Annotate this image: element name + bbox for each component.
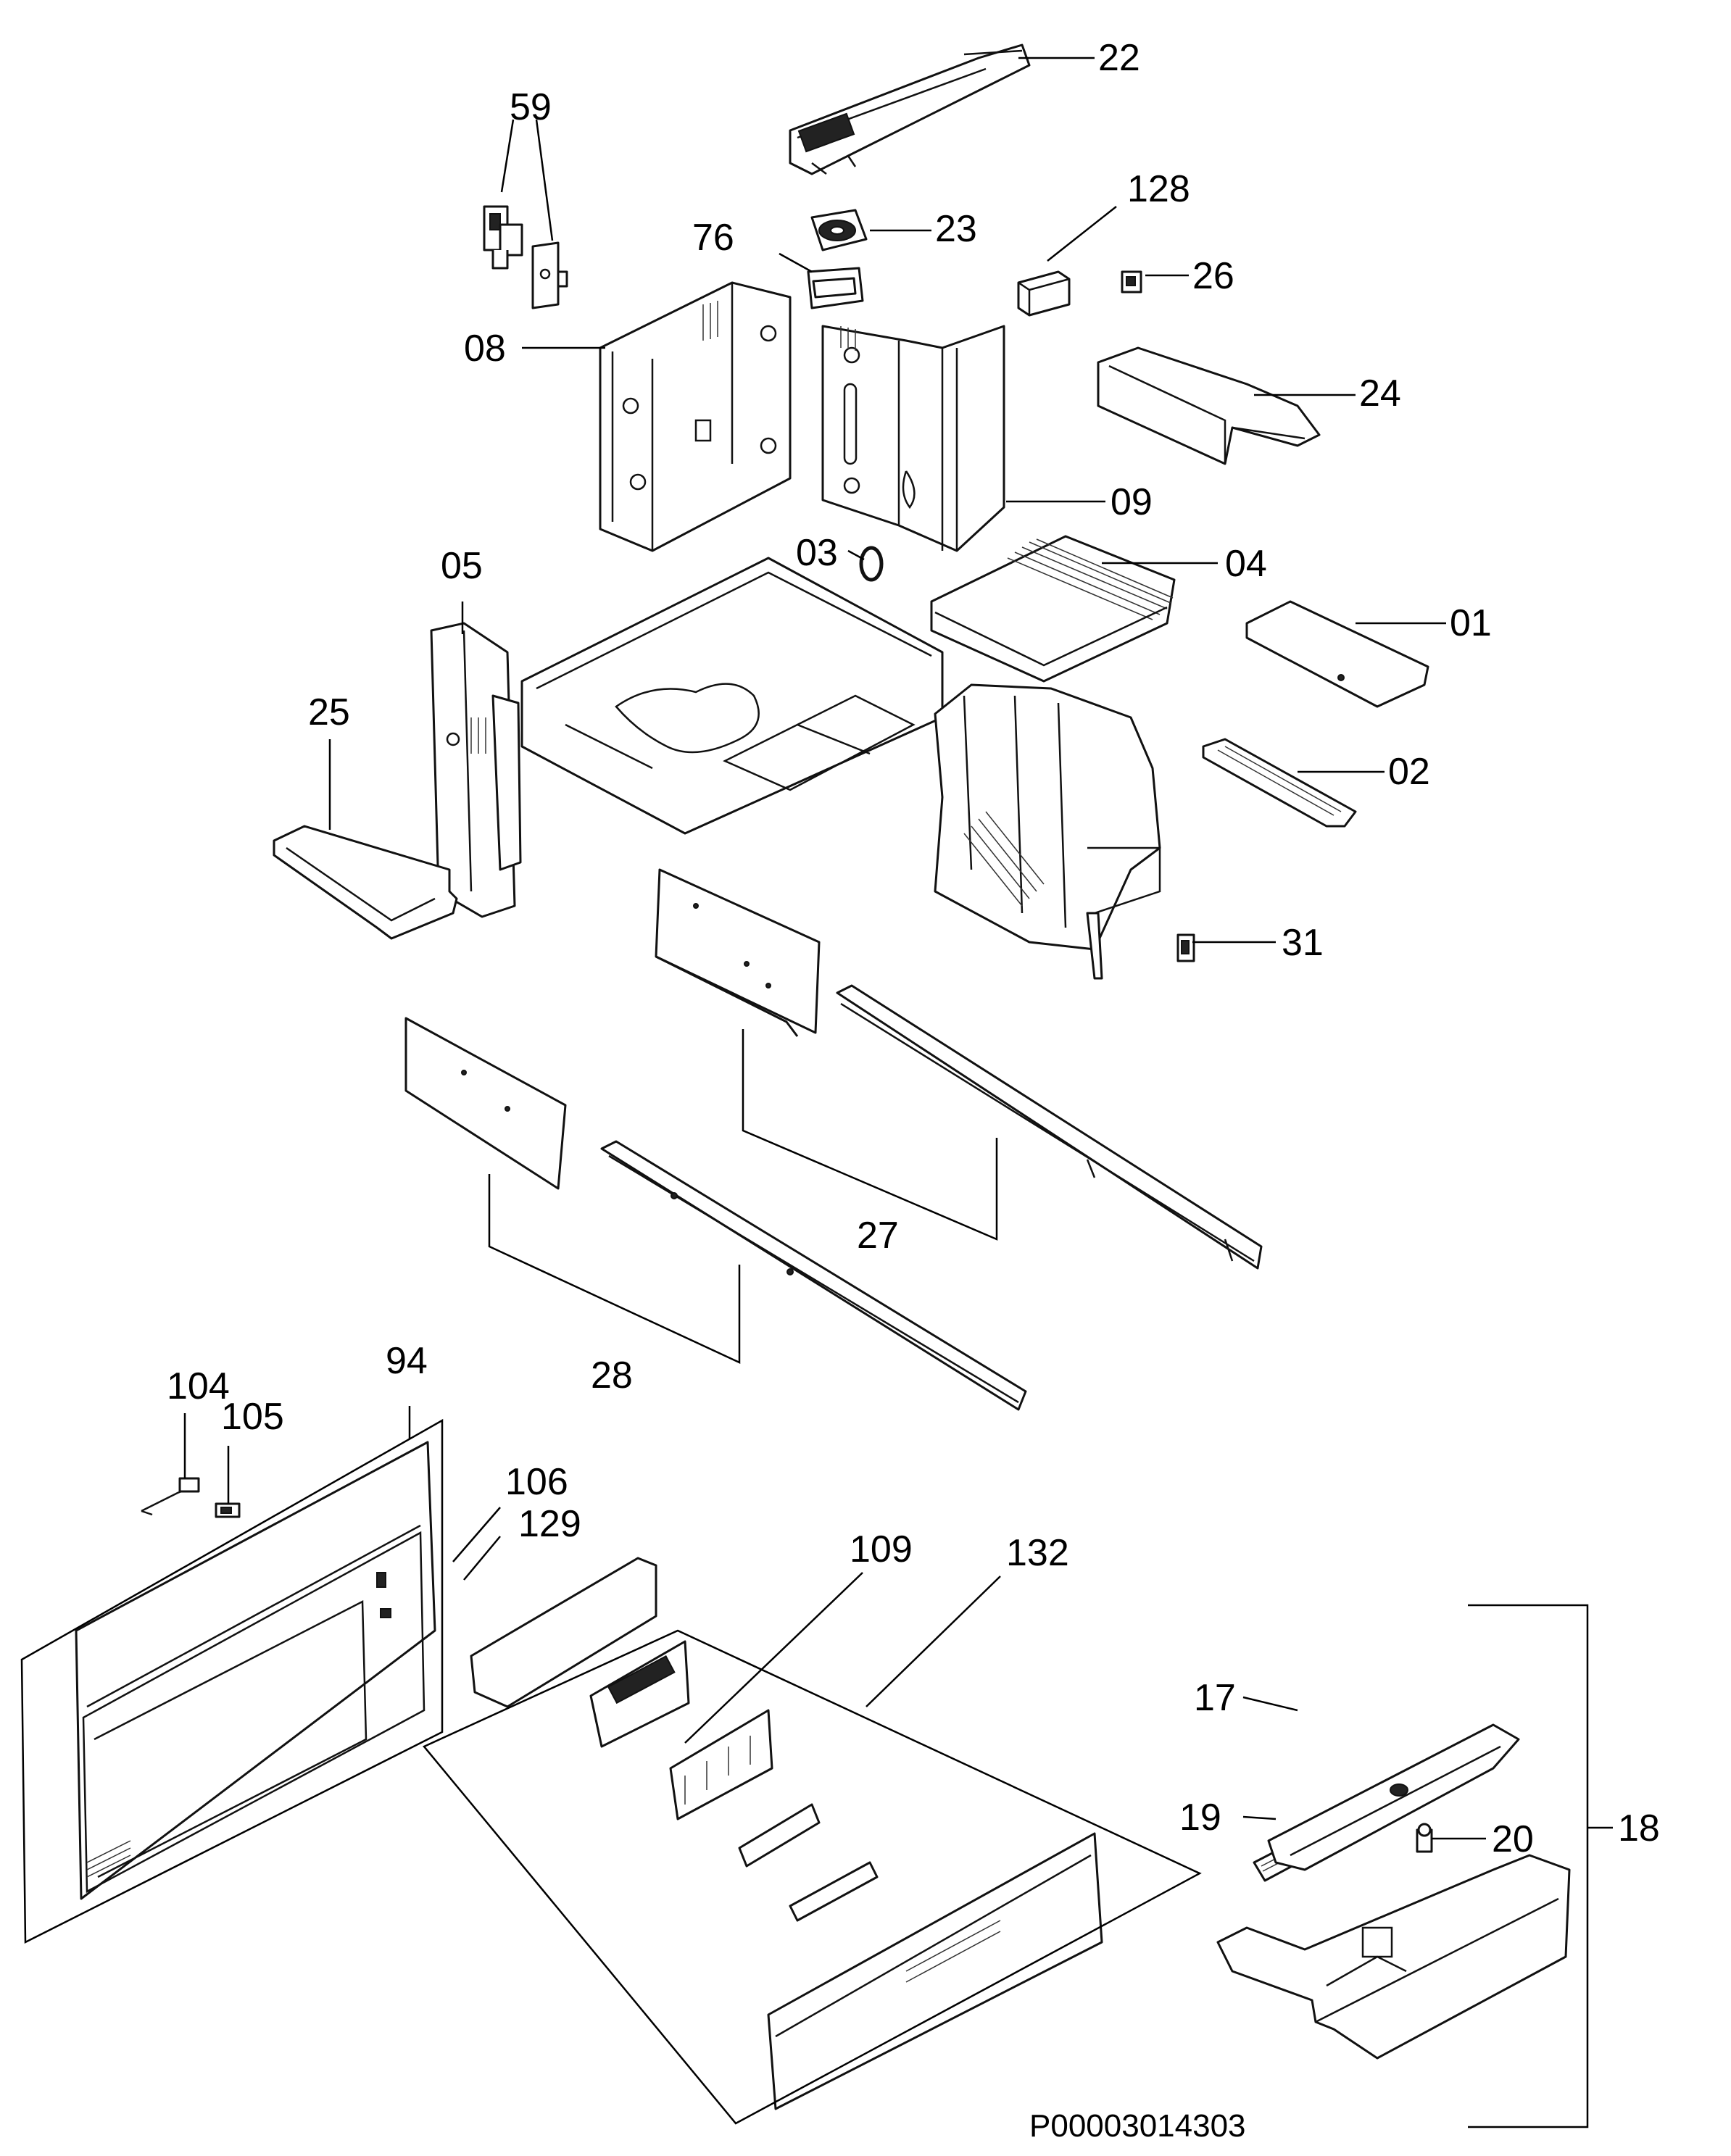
label-22: 22	[1098, 37, 1140, 79]
bracket-28	[488, 1174, 741, 1364]
label-129: 129	[518, 1503, 581, 1545]
label-08: 08	[464, 328, 506, 370]
label-19: 19	[1179, 1797, 1221, 1839]
frame-132	[422, 1629, 1202, 2125]
label-132: 132	[1006, 1532, 1069, 1574]
part-128-connector	[1017, 270, 1071, 317]
label-05: 05	[441, 545, 483, 587]
part-105-switch	[215, 1502, 241, 1518]
leader-lines	[183, 57, 1613, 1840]
part-27-plate	[655, 868, 821, 1037]
part-04-lid	[930, 535, 1176, 683]
label-17: 17	[1194, 1677, 1236, 1719]
frame-94	[20, 1418, 444, 1944]
group-lines	[20, 1029, 1589, 2128]
part-27-rail	[836, 984, 1263, 1270]
part-94-front-door	[75, 1441, 436, 1900]
part-09-side-panel	[821, 325, 1005, 552]
part-25-drip-tray	[273, 825, 458, 940]
part-01-cover	[1245, 600, 1429, 708]
label-76: 76	[692, 217, 734, 259]
part-132-control-panel	[470, 1557, 1103, 2110]
part-23-fan	[810, 209, 868, 251]
label-94: 94	[386, 1340, 428, 1382]
part-31-clip	[1176, 933, 1195, 962]
label-18: 18	[1618, 1807, 1660, 1849]
part-19-tray	[1267, 1723, 1520, 1871]
label-27: 27	[857, 1215, 899, 1257]
label-106: 106	[505, 1461, 568, 1503]
label-24: 24	[1359, 372, 1401, 415]
callout-labels: 22 59 128 23 76 26 08 24 09 03 04 05 01 …	[167, 37, 1660, 1860]
part-59-sensor	[483, 205, 568, 309]
label-28: 28	[591, 1354, 633, 1397]
label-01: 01	[1450, 602, 1492, 644]
label-31: 31	[1282, 922, 1324, 964]
label-20: 20	[1492, 1818, 1534, 1860]
part-26-clip	[1121, 270, 1142, 294]
part-28-rail	[600, 1140, 1027, 1411]
label-104: 104	[167, 1365, 230, 1407]
part-05-side-frame	[430, 622, 522, 918]
part-base-frame	[520, 557, 944, 835]
label-59: 59	[510, 86, 552, 128]
part-18-drip-tray-base	[1216, 1854, 1571, 2060]
part-22-top-cover	[789, 43, 1031, 175]
drawing-code: P00003014303	[1029, 2108, 1246, 2144]
label-25: 25	[308, 691, 350, 733]
part-104-switch	[141, 1477, 200, 1516]
part-02-grille	[1202, 738, 1357, 828]
label-109: 109	[850, 1528, 913, 1570]
label-04: 04	[1225, 543, 1267, 585]
label-105: 105	[221, 1396, 284, 1438]
part-76-duct	[807, 267, 864, 309]
part-28-plate	[404, 1017, 567, 1190]
label-09: 09	[1111, 481, 1153, 523]
part-24-drip-tray	[1097, 346, 1321, 465]
part-brew-unit-housing	[934, 683, 1161, 980]
label-128: 128	[1127, 168, 1190, 210]
label-26: 26	[1192, 255, 1234, 297]
bracket-18	[1468, 1604, 1589, 2128]
part-20-float	[1416, 1823, 1433, 1853]
label-23: 23	[935, 208, 977, 250]
label-02: 02	[1388, 751, 1430, 793]
label-03: 03	[796, 532, 838, 574]
bracket-27	[742, 1029, 998, 1241]
part-08-side-panel	[599, 281, 792, 552]
part-03-seal	[859, 546, 884, 582]
